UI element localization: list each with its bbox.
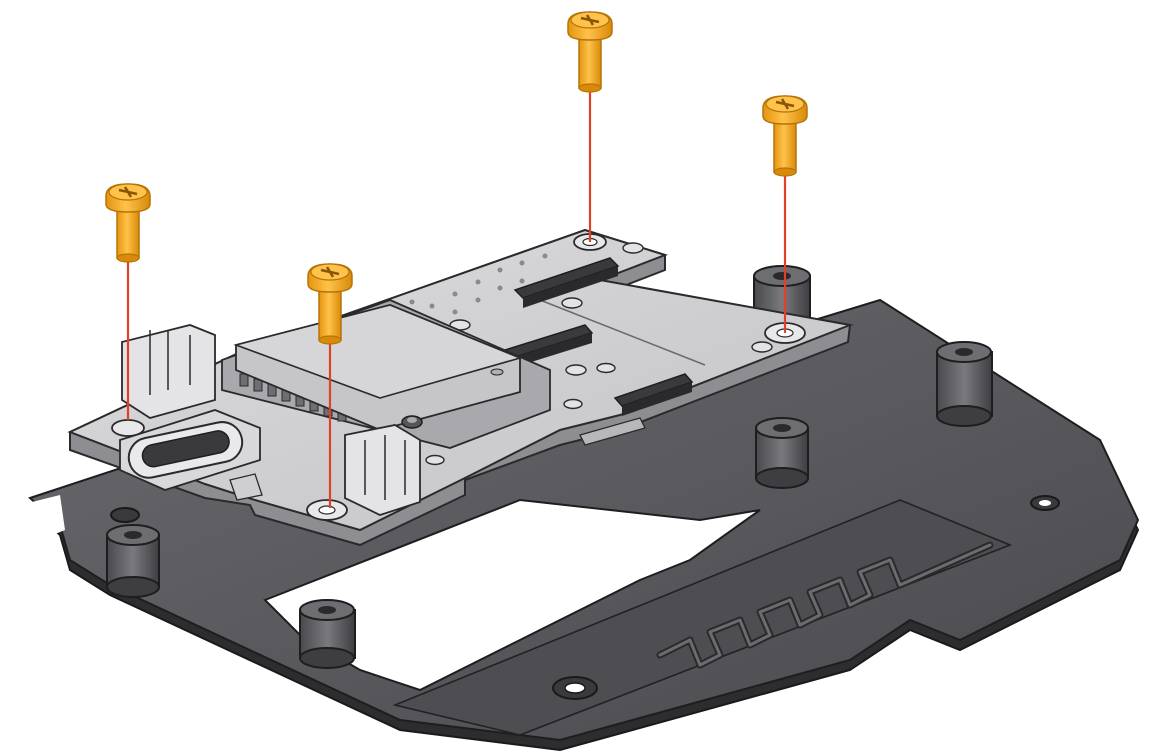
screw (762, 95, 808, 177)
connector (613, 373, 694, 416)
battery-connector (344, 424, 421, 516)
screw (105, 183, 151, 263)
carrier-pcb (67, 228, 854, 547)
screws (105, 11, 808, 345)
guide-lines (126, 88, 787, 508)
standoffs (106, 265, 993, 669)
standoff (299, 599, 356, 669)
plate-hole (110, 507, 140, 523)
battery-connector (121, 324, 216, 419)
mcu-module (221, 299, 551, 449)
screw (307, 263, 353, 345)
screw (567, 11, 613, 93)
standoff (936, 341, 993, 427)
standoff (755, 417, 809, 489)
usb-c-port (119, 409, 261, 491)
standoff (106, 524, 160, 598)
connector (513, 257, 620, 308)
